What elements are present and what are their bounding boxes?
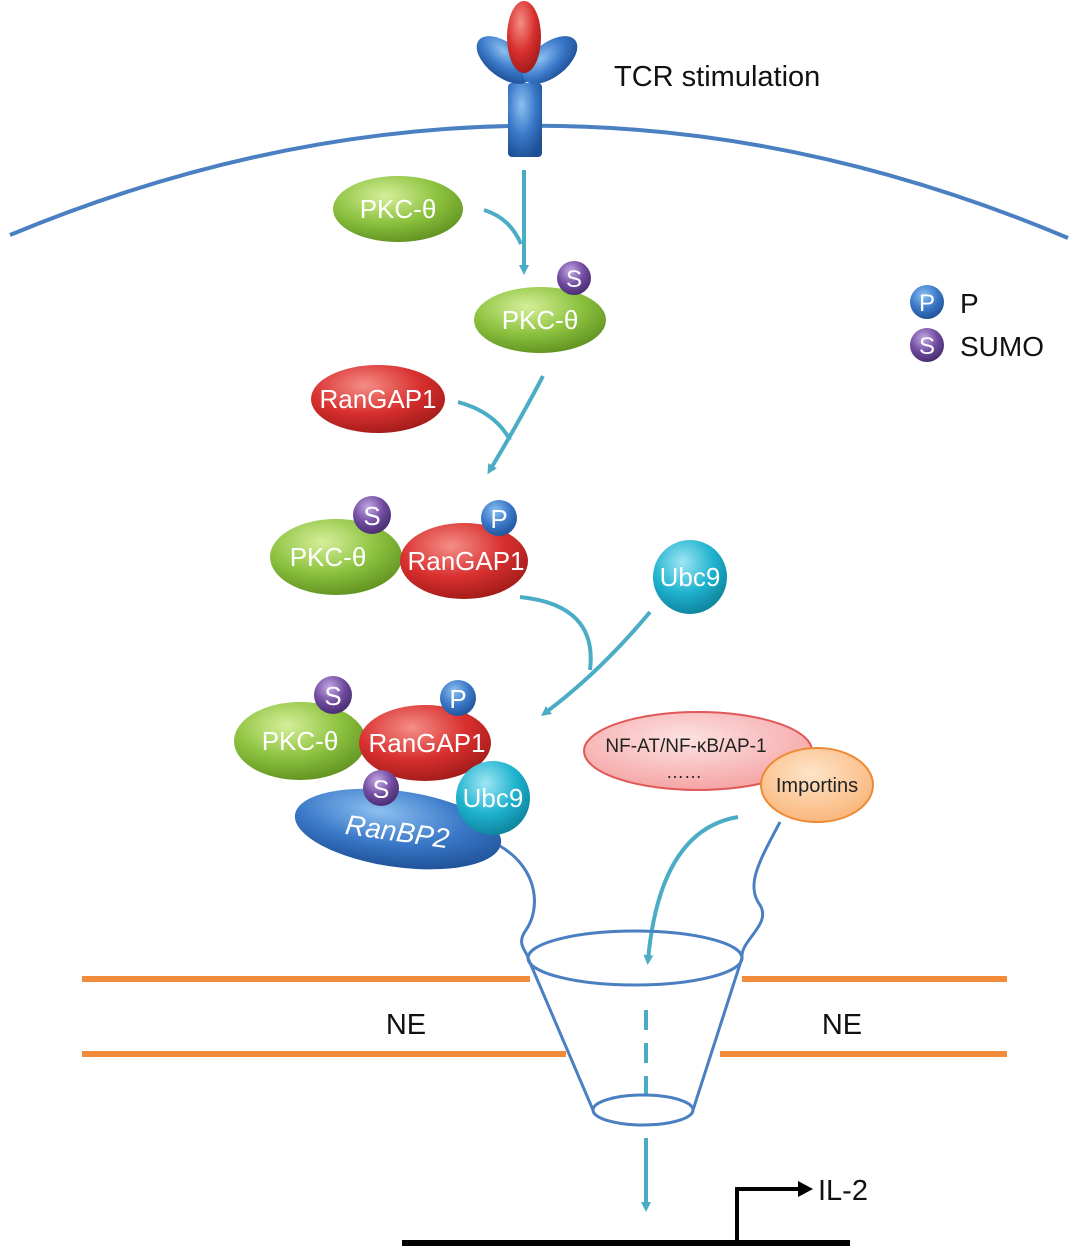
pkc-theta-label-4: PKC-θ	[262, 726, 339, 756]
nf-dots: ……	[666, 762, 702, 782]
sumo-badge-3	[314, 676, 352, 714]
pkc-theta-ellipse-3	[270, 519, 402, 595]
pkc-theta-ellipse-4	[234, 702, 366, 780]
sumo-badge-4	[363, 770, 399, 806]
legend-sumo-label: SUMO	[960, 331, 1044, 362]
importins-ellipse	[760, 747, 874, 823]
pkc-theta-label-1: PKC-θ	[360, 194, 437, 224]
arrow-to-complex1	[487, 375, 545, 475]
nuclear-pore-complex	[499, 821, 782, 1127]
pkc-theta-ellipse-2	[474, 287, 606, 353]
rangap1-ellipse-2	[400, 523, 528, 599]
legend-phospho-label: P	[960, 288, 979, 319]
rangap1-ellipse-1	[311, 365, 445, 433]
pkc-theta-label-2: PKC-θ	[502, 305, 579, 335]
rangap1-label-1: RanGAP1	[319, 384, 436, 414]
sumo-badge-1-text: S	[566, 266, 582, 293]
legend-phospho-icon-text: P	[919, 290, 935, 317]
sumo-badge-1	[557, 261, 591, 295]
nf-transcription-factors-label: NF-AT/NF-κB/AP-1	[605, 736, 766, 757]
ubc9-circle-1	[653, 540, 727, 614]
ubc9-label-1: Ubc9	[660, 562, 721, 592]
importins-label: Importins	[776, 775, 858, 797]
ranbp2-ellipse	[294, 788, 502, 870]
il2-label: IL-2	[818, 1175, 868, 1207]
pkc-theta-label-3: PKC-θ	[290, 542, 367, 572]
tcr-stimulation-label: TCR stimulation	[614, 61, 820, 93]
ubc9-label-2: Ubc9	[463, 783, 524, 813]
phospho-badge-2-text: P	[449, 684, 466, 714]
il2-promoter-arrow	[735, 1187, 800, 1241]
arrow-pkc-join	[483, 208, 523, 245]
pkc-theta-ellipse-1	[333, 176, 463, 242]
legend-phospho-icon	[910, 285, 944, 319]
arrow-complex1-join	[519, 595, 593, 671]
legend: P P S SUMO	[910, 285, 1044, 362]
legend-sumo-icon	[910, 328, 944, 362]
nuclear-envelope	[82, 976, 1007, 1057]
rangap1-ellipse-3	[359, 705, 491, 781]
arrow-to-pore	[643, 815, 739, 965]
rangap1-label-2: RanGAP1	[407, 546, 524, 576]
tcr-receptor	[476, 1, 578, 157]
legend-sumo-icon-text: S	[919, 333, 935, 360]
phospho-badge-1	[481, 500, 517, 536]
sumo-badge-2	[353, 496, 391, 534]
arrow-rangap-join	[457, 400, 512, 441]
sumo-badge-2-text: S	[363, 501, 380, 531]
phospho-badge-1-text: P	[490, 504, 507, 534]
phospho-badge-2	[440, 680, 476, 716]
sumo-badge-3-text: S	[324, 681, 341, 711]
ne-label-right: NE	[822, 1009, 862, 1041]
arrow-to-complex2	[540, 610, 652, 716]
il2-promoter-arrowhead	[798, 1181, 813, 1197]
sumo-badge-4-text: S	[373, 776, 390, 804]
rangap1-label-3: RanGAP1	[368, 728, 485, 758]
ubc9-circle-2	[456, 761, 530, 835]
ne-label-left: NE	[386, 1009, 426, 1041]
